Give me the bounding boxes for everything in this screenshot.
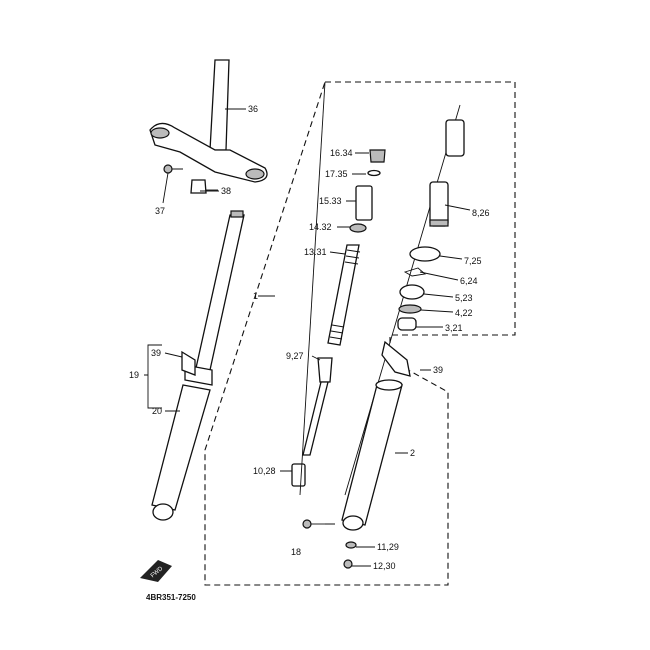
- bushing-3-21: [397, 317, 417, 331]
- callout-6-24: 6,24: [460, 276, 478, 286]
- callout-1: 1: [253, 291, 258, 301]
- callout-39-left: 39: [151, 348, 161, 358]
- washer-11-29: [345, 541, 357, 549]
- callout-4-22: 4,22: [455, 308, 473, 318]
- damper-rod-9-27: [302, 357, 333, 456]
- callout-16-34: 16.34: [330, 148, 353, 158]
- o-ring-17-35: [367, 169, 381, 177]
- bolt-37-part: [162, 164, 183, 204]
- spacer-15-33: [355, 185, 373, 221]
- callout-14-32: 14.32: [309, 222, 332, 232]
- washer-4-22: [398, 304, 422, 314]
- callout-36: 36: [248, 104, 258, 114]
- leader-lines: [144, 108, 471, 567]
- oil-lock-piece-10-28: [291, 463, 306, 487]
- callout-37: 37: [155, 206, 165, 216]
- oil-seal-5-23: [399, 284, 425, 300]
- part-number-code: 4BR351-7250: [146, 593, 196, 602]
- cap-38-part: [190, 179, 218, 194]
- drain-bolt-12-30: [343, 559, 353, 569]
- guard-39-right: [381, 340, 411, 377]
- callout-19: 19: [129, 370, 139, 380]
- inner-tube-top: [445, 119, 465, 157]
- dust-seal-7-25: [409, 246, 441, 262]
- callout-17-35: 17.35: [325, 169, 348, 179]
- callout-10-28: 10,28: [253, 466, 276, 476]
- inner-divider-line-2: [344, 104, 461, 496]
- callout-15-33: 15.33: [319, 196, 342, 206]
- callout-9-27: 9,27: [286, 351, 304, 361]
- callout-3-21: 3,21: [445, 323, 463, 333]
- callout-7-25: 7,25: [464, 256, 482, 266]
- callout-20: 20: [152, 406, 162, 416]
- slide-bushing-8-26: [429, 181, 449, 227]
- callout-38: 38: [221, 186, 231, 196]
- assembly-boundary: [204, 81, 516, 586]
- inner-divider-line: [299, 81, 326, 496]
- callout-12-30: 12,30: [373, 561, 396, 571]
- callout-2: 2: [410, 448, 415, 458]
- callout-13-31: 13.31: [304, 247, 327, 257]
- callout-39-right: 39: [433, 365, 443, 375]
- washer-14-32: [349, 223, 367, 233]
- callout-18: 18: [291, 547, 301, 557]
- outer-tube-2: [341, 379, 403, 531]
- assembled-fork-part: [151, 210, 245, 521]
- callout-8-26: 8,26: [472, 208, 490, 218]
- bolt-18: [302, 519, 325, 529]
- callout-5-23: 5,23: [455, 293, 473, 303]
- fwd-arrow-icon: FWD: [140, 560, 172, 582]
- callout-11-29: 11,29: [377, 542, 399, 552]
- clip-6-24: [403, 267, 427, 277]
- fork-cap-bolt-16-34: [369, 149, 386, 163]
- spring-13-31: [327, 244, 361, 346]
- steering-stem-part: [149, 59, 268, 183]
